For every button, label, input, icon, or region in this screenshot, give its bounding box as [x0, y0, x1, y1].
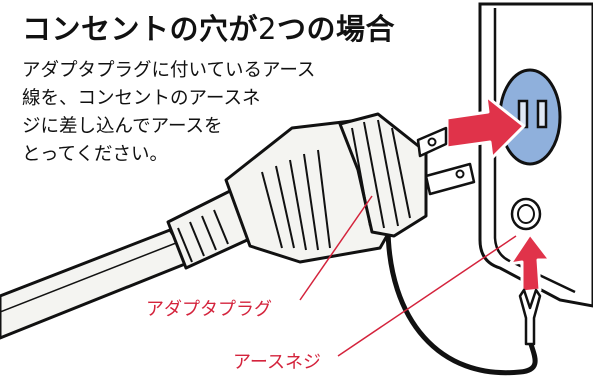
instruction-line-2: 線を、コンセントのアースネ — [22, 88, 261, 109]
arrow-right-icon — [445, 94, 526, 160]
instruction-line-3: ジに差し込んでアースを — [22, 116, 223, 137]
wall-outlet — [478, 2, 593, 308]
title-number: 2 — [258, 12, 277, 46]
page-title: コンセントの穴が2つの場合 — [22, 6, 395, 48]
title-text-after: つの場合 — [276, 12, 395, 46]
adapter-leader-line — [299, 195, 373, 301]
ground-screw-label: アースネジ — [233, 352, 322, 373]
plug-cable — [0, 228, 192, 340]
adapter-plug-label: アダプタプラグ — [146, 299, 272, 320]
instruction-line-4: とってください。 — [22, 144, 168, 165]
ground-leader-line — [337, 235, 517, 357]
instruction-line-1: アダプタプラグに付いているアース — [22, 60, 316, 81]
title-text-before: コンセントの穴が — [22, 12, 259, 46]
instruction-text: アダプタプラグに付いているアース 線を、コンセントのアースネ ジに差し込んでアー… — [22, 57, 402, 169]
adapter-plug-body — [166, 112, 476, 270]
arrow-up-icon — [508, 232, 552, 294]
ground-wire — [385, 225, 538, 376]
ground-screw-icon — [510, 197, 542, 231]
ground-terminal-icon — [518, 288, 542, 346]
